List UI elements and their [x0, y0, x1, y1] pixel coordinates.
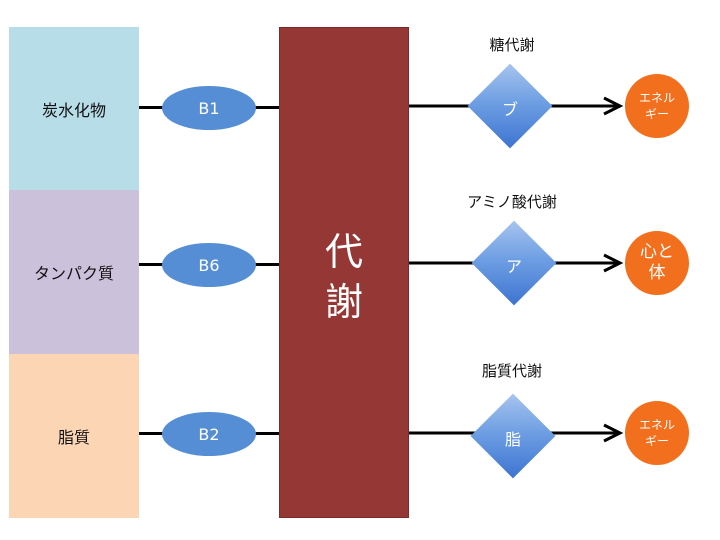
nutrient-label: 脂質	[57, 428, 90, 447]
nutrient-label: タンパク質	[33, 264, 114, 283]
result-label: エネル ギー	[638, 418, 675, 448]
vitamin-b1-oval: B1	[162, 86, 256, 130]
metabolism-block	[279, 27, 409, 518]
nutrient-label: 炭水化物	[41, 100, 106, 120]
pathway-label-amino: アミノ酸代謝	[467, 193, 557, 211]
diamond-label: 脂	[504, 430, 521, 449]
result-circle-energy: エネル ギー	[625, 74, 689, 138]
nutrient-protein: タンパク質	[9, 190, 139, 354]
result-circle-energy: エネル ギー	[625, 401, 689, 465]
vitamin-label: B6	[198, 255, 220, 275]
diamond-label: ア	[505, 257, 522, 276]
vitamin-b2-oval: B2	[162, 412, 256, 456]
vitamin-b6-oval: B6	[162, 243, 256, 287]
vitamin-label: B2	[198, 424, 220, 444]
metabolism-char: 代	[324, 230, 363, 274]
nutrient-fat: 脂質	[9, 354, 139, 518]
pathway-label-sugar: 糖代謝	[489, 36, 535, 54]
result-label: 心と 体	[640, 242, 674, 283]
metabolism-char: 謝	[324, 280, 363, 324]
pathway-label-lipid: 脂質代謝	[481, 362, 542, 380]
diamond-label: ブ	[501, 100, 518, 119]
nutrient-carbohydrate: 炭水化物	[9, 27, 139, 190]
vitamin-label: B1	[198, 98, 220, 118]
result-circle-mind-body: 心と 体	[625, 231, 689, 295]
result-label: エネル ギー	[638, 91, 675, 121]
